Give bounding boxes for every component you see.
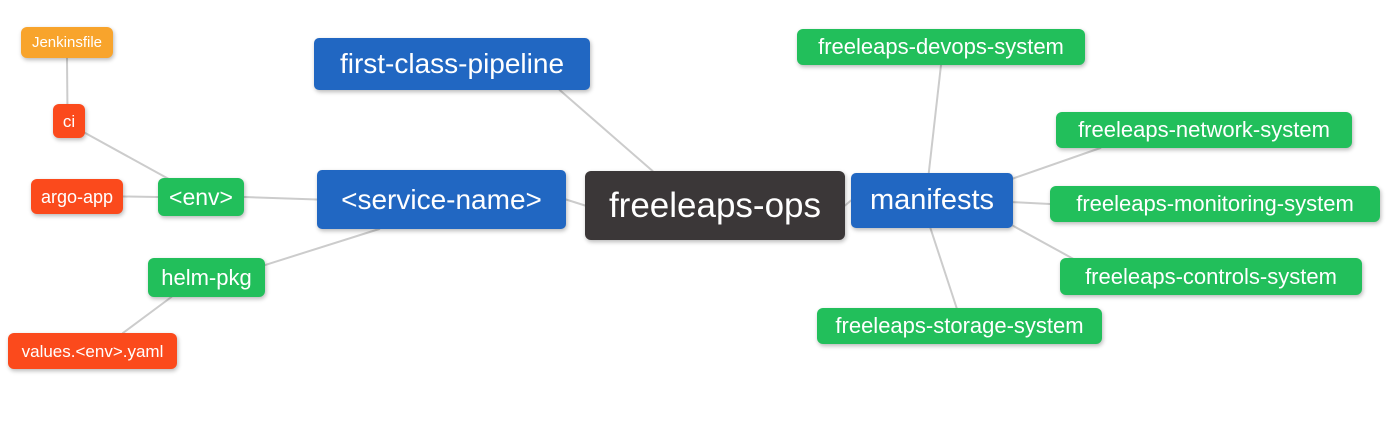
node-devops-system[interactable]: freeleaps-devops-system: [797, 29, 1085, 65]
edge-first-class-pipeline--freeleaps-ops: [558, 89, 654, 172]
node-storage-system[interactable]: freeleaps-storage-system: [817, 308, 1102, 344]
edge-manifests--controls-system: [1012, 224, 1077, 261]
edge-freeleaps-ops--manifests: [844, 199, 852, 207]
edge-argo-app--env: [122, 195, 159, 198]
node-network-system[interactable]: freeleaps-network-system: [1056, 112, 1352, 148]
node-jenkinsfile[interactable]: Jenkinsfile: [21, 27, 113, 58]
node-argo-app[interactable]: argo-app: [31, 179, 123, 214]
node-freeleaps-ops[interactable]: freeleaps-ops: [585, 171, 845, 240]
edge-ci--env: [84, 131, 170, 180]
edge-manifests--devops-system: [927, 64, 942, 174]
node-manifests[interactable]: manifests: [851, 173, 1013, 228]
edge-manifests--storage-system: [929, 227, 958, 309]
node-first-class-pipeline[interactable]: first-class-pipeline: [314, 38, 590, 90]
edge-manifests--network-system: [1012, 147, 1102, 180]
edge-service-name--freeleaps-ops: [565, 198, 586, 207]
node-service-name[interactable]: <service-name>: [317, 170, 566, 229]
node-monitoring-system[interactable]: freeleaps-monitoring-system: [1050, 186, 1380, 222]
node-env[interactable]: <env>: [158, 178, 244, 216]
node-ci[interactable]: ci: [53, 104, 85, 138]
edge-manifests--monitoring-system: [1012, 201, 1051, 205]
edge-env--service-name: [243, 196, 318, 201]
node-controls-system[interactable]: freeleaps-controls-system: [1060, 258, 1362, 295]
edge-helm-pkg--values-env-yaml: [121, 296, 173, 334]
node-values-env-yaml[interactable]: values.<env>.yaml: [8, 333, 177, 369]
node-helm-pkg[interactable]: helm-pkg: [148, 258, 265, 297]
edge-service-name--helm-pkg: [264, 228, 381, 267]
